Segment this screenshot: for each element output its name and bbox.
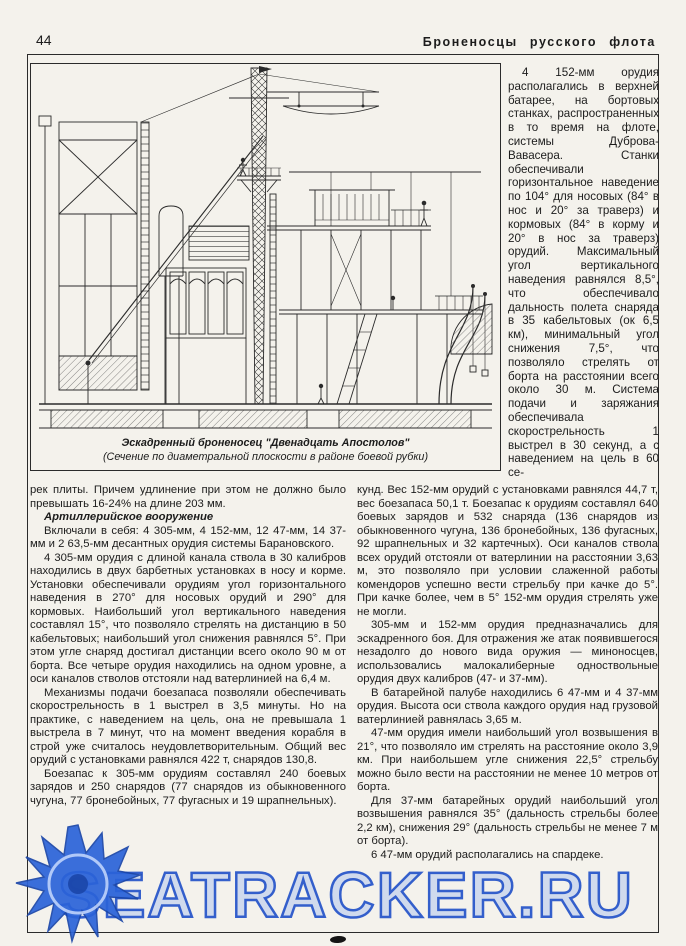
- paragraph: 4 152-мм орудия располагались в верхней …: [508, 66, 659, 480]
- paragraph: 305-мм и 152-мм орудия предназначались д…: [357, 619, 658, 685]
- figure-caption-title: Эскадренный броненосец "Двенадцать Апост…: [121, 437, 410, 449]
- column-right-top: 4 152-мм орудия располагались в верхней …: [508, 66, 659, 480]
- paragraph: 4 305-мм орудия с длиной канала ствола в…: [30, 551, 346, 686]
- column-right-bottom: кунд. Вес 152-мм орудий с установками ра…: [357, 484, 658, 862]
- paragraph: В батарейной палубе находились 6 47-мм и…: [357, 686, 658, 726]
- paragraph: 47-мм орудия имели наибольший угол возвы…: [357, 727, 658, 793]
- paragraph: Для 37-мм батарейных орудий наибольший у…: [357, 794, 658, 848]
- mast-group: [140, 66, 380, 405]
- paragraph: Боезапас к 305-мм орудиям составлял 240 …: [30, 767, 346, 807]
- battleship-cross-section-drawing: [38, 66, 493, 429]
- boat-group: [267, 91, 380, 115]
- page-frame: [27, 54, 659, 933]
- figure-caption-subtitle: (Сечение по диаметральной плоскости в ра…: [102, 450, 429, 463]
- deckhouse-group: [158, 205, 250, 404]
- paragraph: Механизмы подачи боезапаса позволяли обе…: [30, 686, 346, 767]
- bridge-group: [267, 171, 481, 310]
- page-number: 44: [36, 32, 52, 48]
- paragraph: рек плиты. Причем удлинение при этом не …: [30, 484, 346, 510]
- paragraph: кунд. Вес 152-мм орудий с установками ра…: [357, 484, 658, 618]
- figure-captions: Эскадренный броненосец "Двенадцать Апост…: [31, 437, 500, 464]
- section-heading: Артиллерийское вооружение: [44, 511, 214, 523]
- left-superstructure-group: [38, 115, 150, 404]
- paragraph: Включали в себя: 4 305-мм, 4 152-мм, 12 …: [30, 524, 346, 551]
- scan-artifact: [329, 935, 347, 944]
- column-left: рек плиты. Причем удлинение при этом не …: [30, 484, 346, 808]
- davit-group: [438, 284, 493, 405]
- paragraph: 6 47-мм орудий располагались на спардеке…: [371, 848, 604, 861]
- figure-box: Эскадренный броненосец "Двенадцать Апост…: [30, 63, 501, 471]
- hull-deck-group: [39, 403, 492, 429]
- running-header: Броненосцы русского флота: [422, 35, 656, 49]
